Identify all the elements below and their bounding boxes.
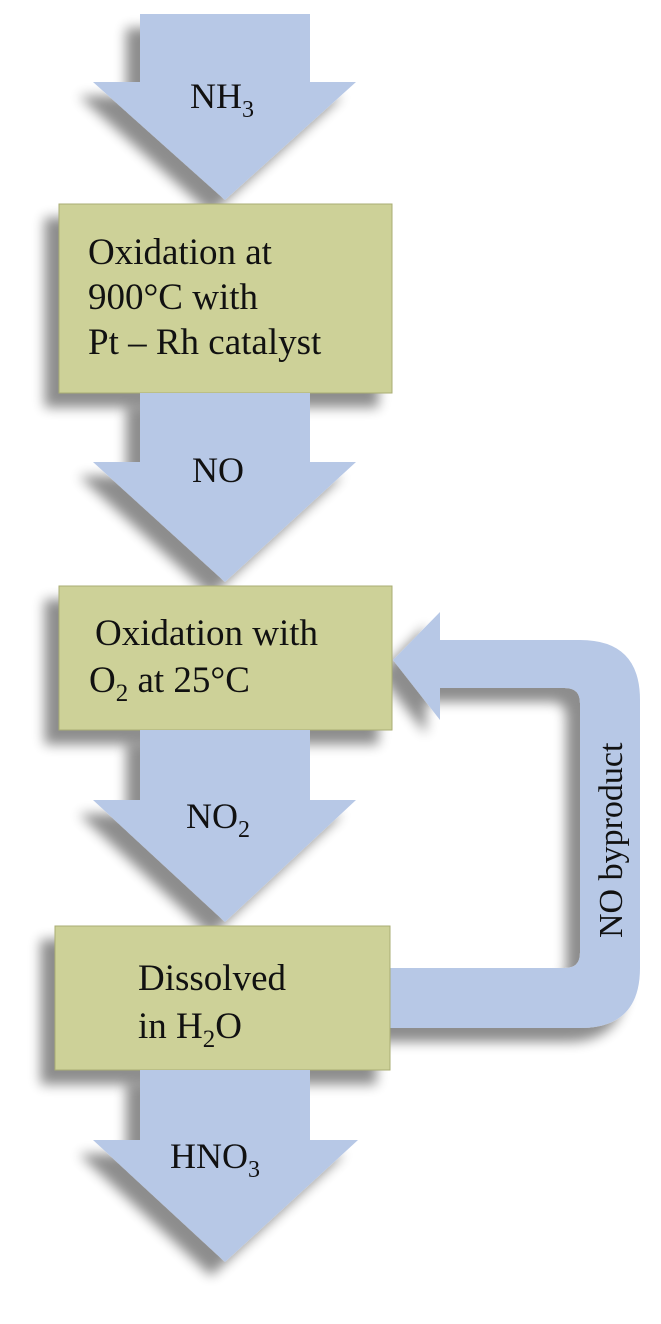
box-oxidation-o2-line1: Oxidation with — [95, 613, 319, 654]
box-oxidation-900c-line1: Oxidation at — [88, 232, 273, 273]
box-dissolved-h2o-line2: in H2O — [138, 1006, 242, 1053]
box-oxidation-o2 — [58, 585, 393, 731]
box-oxidation-o2-line2: O2 at 25°C — [89, 660, 250, 707]
box-oxidation-900c — [58, 203, 393, 394]
arrow-no-label: NO — [192, 450, 244, 490]
arrow-nh3-label: NH3 — [190, 76, 254, 123]
box-dissolved-h2o — [54, 925, 391, 1071]
box-oxidation-900c-line2: 900°C with — [88, 277, 259, 318]
arrow-no — [93, 393, 356, 582]
recycle-arrow-no-byproduct — [390, 612, 640, 1028]
arrow-hno3 — [93, 1070, 358, 1262]
arrow-no2-label: NO2 — [186, 796, 250, 843]
arrow-hno3-label: HNO3 — [170, 1136, 260, 1183]
arrow-nh3 — [93, 14, 356, 200]
recycle-label: NO byproduct — [593, 742, 630, 938]
box-dissolved-h2o-line1: Dissolved — [138, 958, 287, 999]
arrow-no2 — [93, 730, 356, 922]
box-oxidation-900c-line3: Pt – Rh catalyst — [88, 322, 322, 363]
